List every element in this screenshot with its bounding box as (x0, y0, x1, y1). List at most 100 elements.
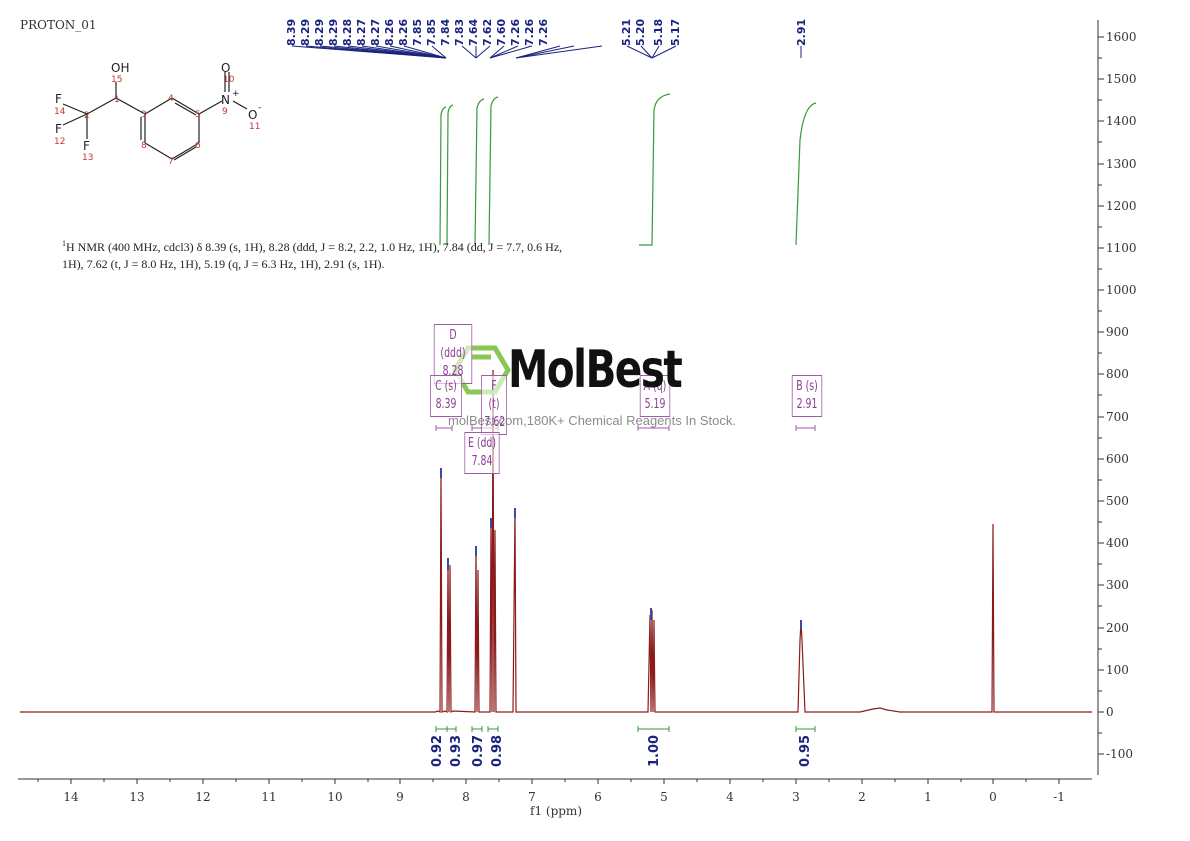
integral-value: 0.95 (798, 735, 813, 767)
peak-label: 5.18 (652, 19, 665, 46)
peak-label: 7.26 (509, 19, 522, 46)
svg-text:1500: 1500 (1106, 72, 1137, 86)
peak-label: 7.84 (439, 19, 452, 46)
svg-text:13: 13 (129, 790, 144, 804)
peak-label: 8.28 (341, 19, 354, 46)
multiplet-box-A: A (q) 5.19 (639, 375, 671, 417)
integral-value: 0.98 (490, 735, 505, 767)
svg-text:0: 0 (989, 790, 997, 804)
svg-text:4: 4 (726, 790, 734, 804)
watermark-tagline: molBest.com,180K+ Chemical Reagents In S… (448, 413, 736, 428)
nmr-line-1: H NMR (400 MHz, cdcl3) δ 8.39 (s, 1H), 8… (66, 240, 563, 254)
integral-value: 0.93 (449, 735, 464, 767)
integral-value: 1.00 (647, 735, 662, 767)
svg-text:4: 4 (168, 94, 174, 104)
svg-text:12: 12 (54, 137, 65, 147)
svg-text:+: + (232, 89, 240, 99)
watermark-brand: MolBest (508, 340, 683, 400)
svg-text:OH: OH (111, 61, 129, 75)
svg-text:13: 13 (82, 153, 93, 163)
structure-labels: OH 15 1 2 F 14 F 12 F 13 3 4 5 6 7 8 N +… (54, 61, 261, 167)
svg-text:2: 2 (858, 790, 866, 804)
nmr-description: 1H NMR (400 MHz, cdcl3) δ 8.39 (s, 1H), … (62, 235, 622, 273)
peak-label: 5.20 (634, 19, 647, 46)
svg-text:F: F (83, 139, 90, 153)
x-axis-label: f1 (ppm) (530, 804, 582, 818)
svg-text:200: 200 (1106, 621, 1129, 635)
multiplet-box-E: E (dd) 7.84 (464, 432, 500, 474)
svg-text:500: 500 (1106, 494, 1129, 508)
svg-text:14: 14 (63, 790, 79, 804)
svg-text:-1: -1 (1053, 790, 1065, 804)
svg-text:100: 100 (1106, 663, 1129, 677)
svg-text:400: 400 (1106, 536, 1129, 550)
svg-text:3: 3 (792, 790, 800, 804)
svg-text:0: 0 (1106, 705, 1114, 719)
peak-label: 8.29 (313, 19, 326, 46)
svg-text:7: 7 (528, 790, 536, 804)
svg-text:15: 15 (111, 75, 122, 85)
svg-text:1: 1 (924, 790, 932, 804)
svg-text:8: 8 (462, 790, 470, 804)
peak-label: 7.26 (523, 19, 536, 46)
peak-label: 5.21 (620, 19, 633, 46)
svg-text:3: 3 (141, 110, 147, 120)
svg-text:10: 10 (327, 790, 342, 804)
svg-text:700: 700 (1106, 410, 1129, 424)
x-axis-ticks (37, 779, 1060, 784)
x-axis-tick-labels: 14 13 12 11 10 9 8 7 6 5 4 3 2 1 0 -1 f1… (63, 790, 1064, 818)
svg-text:1000: 1000 (1106, 283, 1137, 297)
peak-label: 8.26 (397, 19, 410, 46)
multiplet-box-F: F (t) 7.62 (481, 375, 507, 435)
svg-text:14: 14 (54, 107, 66, 117)
svg-text:1: 1 (114, 95, 120, 105)
peak-label-connectors (291, 45, 802, 59)
svg-text:F: F (55, 122, 62, 136)
multiplet-box-B: B (s) 2.91 (791, 375, 823, 417)
svg-text:1200: 1200 (1106, 199, 1137, 213)
svg-text:8: 8 (141, 141, 147, 151)
svg-text:N: N (221, 93, 230, 107)
svg-text:1600: 1600 (1106, 30, 1137, 44)
peak-label: 7.64 (467, 19, 480, 46)
svg-text:10: 10 (223, 75, 235, 85)
nmr-line-2: 1H), 7.62 (t, J = 8.0 Hz, 1H), 5.19 (q, … (62, 257, 385, 271)
svg-text:900: 900 (1106, 325, 1129, 339)
svg-text:9: 9 (396, 790, 404, 804)
integral-value: 0.97 (471, 735, 486, 767)
sample-name: PROTON_01 (20, 18, 97, 32)
peak-label: 2.91 (795, 19, 808, 46)
svg-text:5: 5 (195, 110, 201, 120)
peak-label: 7.83 (453, 19, 466, 46)
svg-text:6: 6 (594, 790, 602, 804)
svg-text:11: 11 (249, 122, 260, 132)
svg-text:11: 11 (261, 790, 276, 804)
svg-text:O: O (248, 108, 257, 122)
y-axis-tick-labels: 1600 1500 1400 1300 1200 1100 1000 900 8… (1106, 30, 1137, 761)
peak-label: 7.62 (481, 19, 494, 46)
peak-label: 8.29 (327, 19, 340, 46)
chemical-structure (62, 72, 248, 161)
svg-text:O: O (221, 61, 230, 75)
peak-label: 8.29 (299, 19, 312, 46)
svg-text:1100: 1100 (1106, 241, 1137, 255)
multiplet-box-D: D (ddd) 8.28 (433, 324, 473, 384)
peak-label: 7.26 (537, 19, 550, 46)
integral-curves (439, 93, 817, 246)
nmr-superscript: 1 (62, 239, 66, 248)
integral-values: 0.92 0.93 0.97 0.98 1.00 0.95 (430, 735, 813, 767)
svg-text:600: 600 (1106, 452, 1129, 466)
integral-value: 0.92 (430, 735, 445, 767)
peak-labels: 8.39 8.29 8.29 8.29 8.28 8.27 8.27 8.26 … (285, 19, 808, 46)
svg-text:-: - (258, 103, 261, 113)
svg-text:1400: 1400 (1106, 114, 1137, 128)
peak-label: 8.39 (285, 19, 298, 46)
peak-label: 5.17 (669, 19, 682, 46)
svg-text:2: 2 (84, 111, 90, 121)
svg-text:12: 12 (195, 790, 210, 804)
svg-text:6: 6 (195, 141, 201, 151)
svg-text:9: 9 (222, 107, 228, 117)
peak-label: 8.27 (369, 19, 382, 46)
peak-label: 8.27 (355, 19, 368, 46)
